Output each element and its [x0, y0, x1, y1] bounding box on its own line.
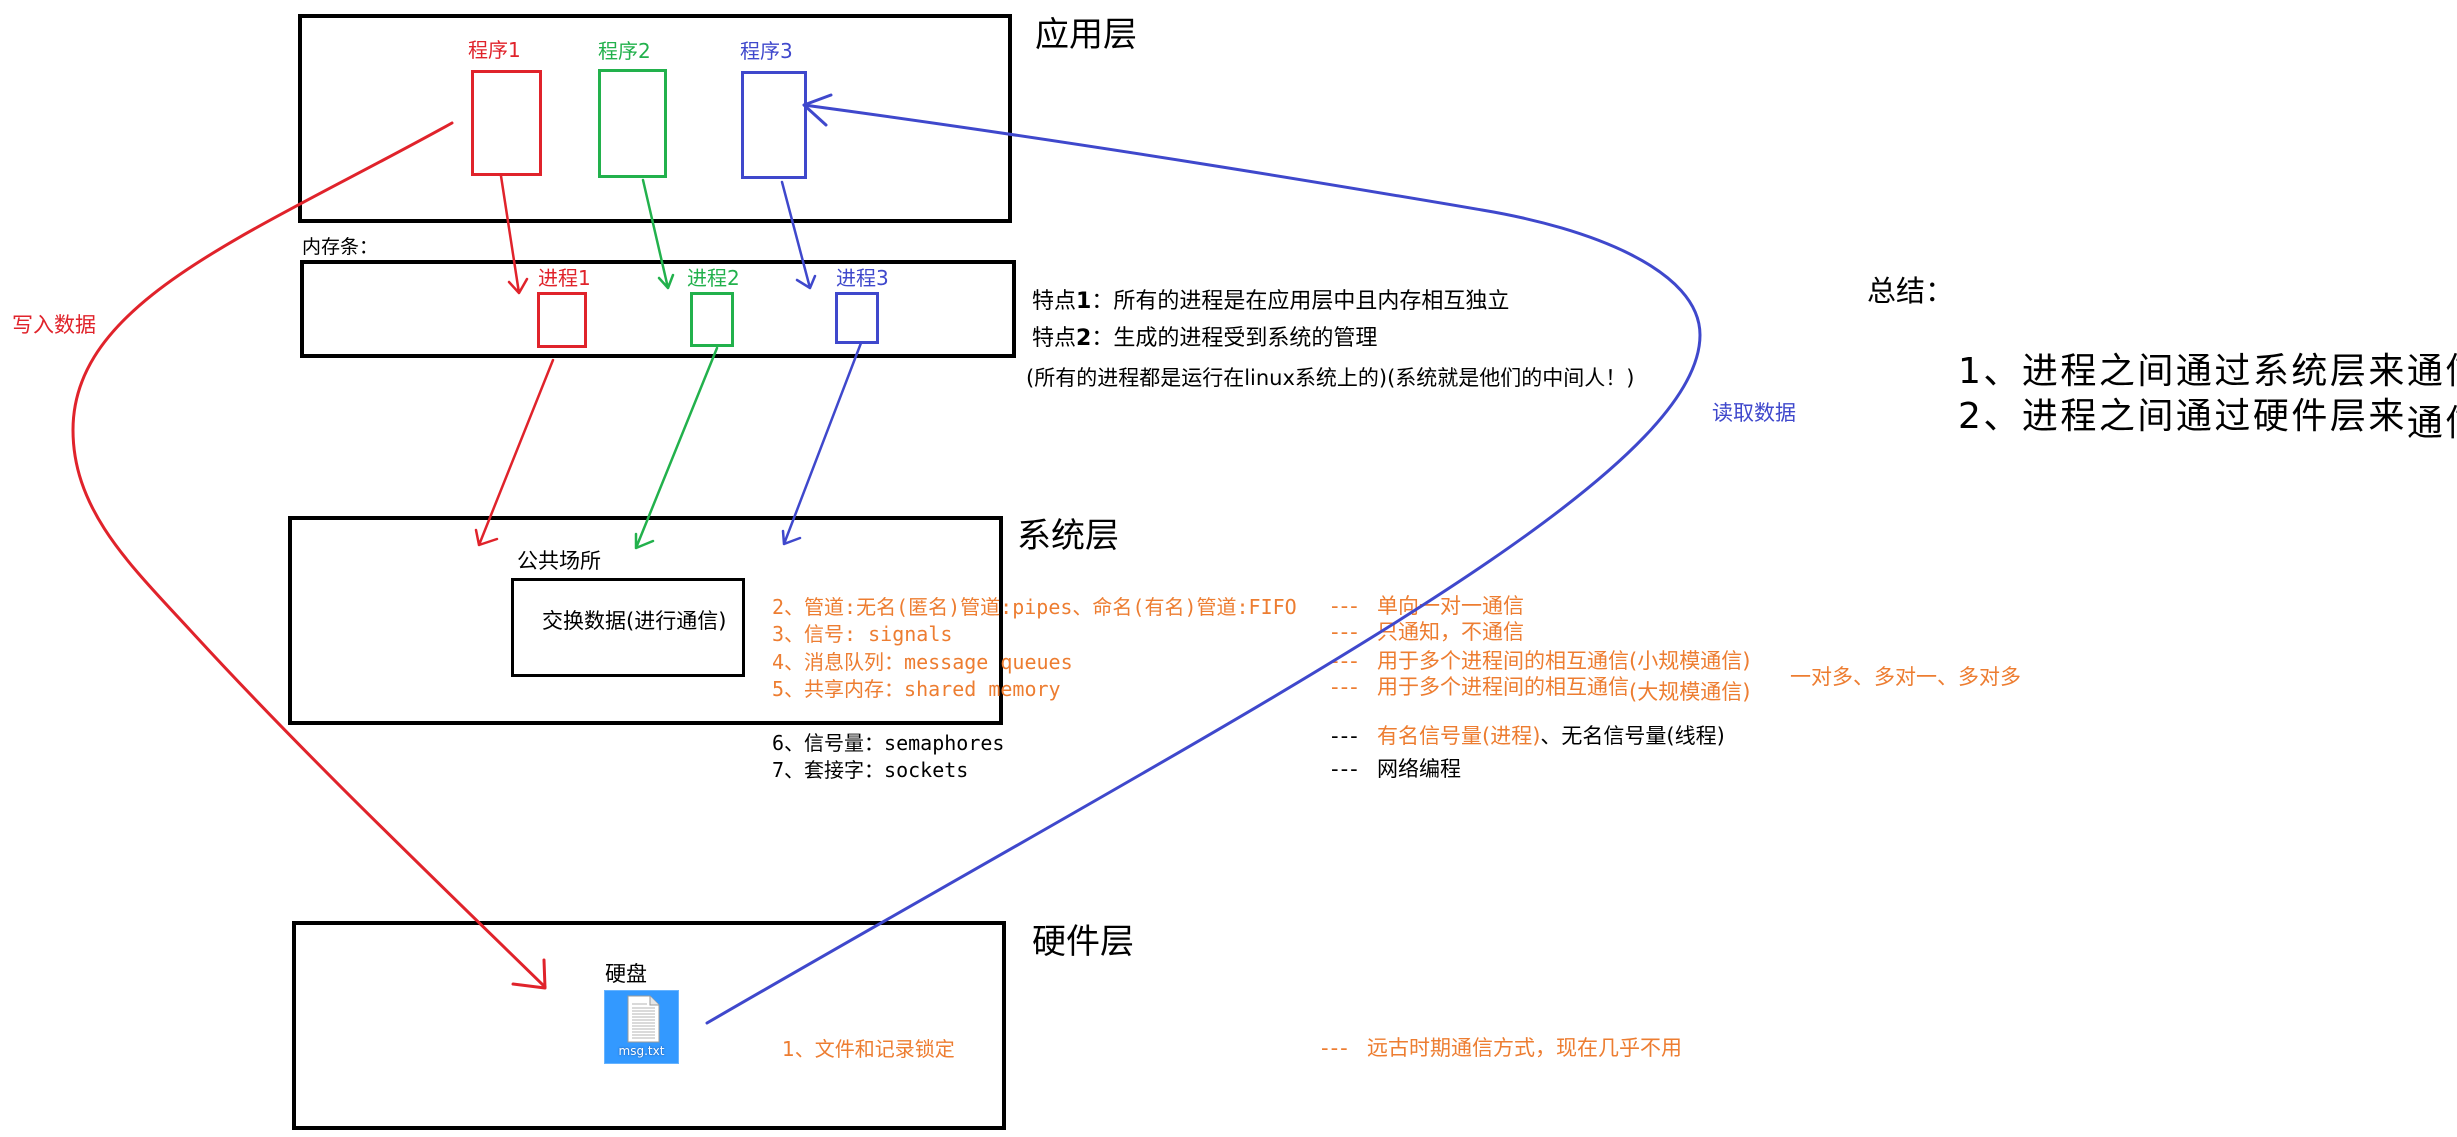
- ipc-desc-sockets: --- 网络编程: [1331, 759, 1461, 780]
- feature-1-number: 1: [1076, 289, 1092, 314]
- desc-text: 用于多个进程间的相互通信: [1377, 675, 1629, 699]
- memory-title: 内存条：: [302, 236, 379, 258]
- program-2-label: 程序2: [598, 39, 651, 63]
- summary-point-1: 1、进程之间通过系统层来通信: [1958, 354, 2457, 390]
- process-2-label: 进程2: [687, 266, 740, 290]
- program-3-box: [741, 71, 807, 179]
- summary-point-2: 2、进程之间通过硬件层来通信: [1958, 396, 2457, 442]
- hardware-method-desc: --- 远古时期通信方式，现在几乎不用: [1321, 1038, 1682, 1059]
- program-2-box: [598, 69, 667, 178]
- dash: ---: [1331, 757, 1360, 781]
- read-data-label: 读取数据: [1712, 401, 1796, 425]
- feature-2: 特点2：生成的进程受到系统的管理: [1032, 328, 1377, 350]
- ipc-desc-signals: --- 只通知，不通信: [1331, 622, 1524, 643]
- features-note: (所有的进程都是运行在linux系统上的)(系统就是他们的中间人！): [1026, 366, 1635, 390]
- file-msg-txt[interactable]: msg.txt: [604, 990, 679, 1064]
- disk-label: 硬盘: [605, 962, 647, 986]
- dash: ---: [1331, 675, 1360, 699]
- program-1-box: [471, 70, 542, 176]
- desc-text: 远古时期通信方式，现在几乎不用: [1367, 1036, 1682, 1060]
- feature-1-label: 特点: [1032, 289, 1077, 314]
- process-3-box: [835, 292, 879, 344]
- feature-2-number: 2: [1076, 326, 1092, 351]
- ipc-desc-shared-memory: --- 用于多个进程间的相互通信(大规模通信): [1331, 675, 1750, 703]
- desc-text: 网络编程: [1377, 757, 1461, 781]
- summary-point-1-text: 1、进程之间通过系统层来通信: [1958, 351, 2457, 392]
- feature-2-label: 特点: [1032, 326, 1077, 351]
- ipc-item-shared-memory: 5、共享内存：shared memory: [772, 677, 1061, 701]
- dash: ---: [1331, 649, 1360, 673]
- hardware-layer-box: [292, 921, 1006, 1130]
- memory-box: [300, 260, 1016, 358]
- hardware-layer-title: 硬件层: [1032, 922, 1134, 962]
- dash: ---: [1331, 594, 1360, 618]
- process-3-label: 进程3: [836, 266, 889, 290]
- desc-note: (大规模通信): [1629, 680, 1751, 704]
- group-note: 一对多、多对一、多对多: [1790, 665, 2021, 689]
- process-1-box: [537, 292, 587, 348]
- dash: ---: [1331, 620, 1360, 644]
- dash: ---: [1321, 1036, 1350, 1060]
- process-1-label: 进程1: [538, 266, 591, 290]
- ipc-desc-semaphores: --- 有名信号量(进程)、无名信号量(线程): [1331, 726, 1725, 747]
- ipc-item-semaphores: 6、信号量：semaphores: [772, 731, 1005, 755]
- feature-1: 特点1：所有的进程是在应用层中且内存相互独立: [1032, 291, 1509, 313]
- desc-text: 有名信号量(进程): [1377, 724, 1541, 748]
- system-layer-title: 系统层: [1017, 516, 1119, 556]
- desc-text: 只通知，不通信: [1377, 620, 1524, 644]
- program-1-label: 程序1: [468, 38, 521, 62]
- feature-1-text: ：所有的进程是在应用层中且内存相互独立: [1091, 289, 1510, 314]
- summary-point-2-tail: 通信: [2406, 403, 2457, 444]
- desc-extra: 、无名信号量(线程): [1540, 724, 1725, 748]
- write-data-label: 写入数据: [12, 313, 96, 337]
- dash: ---: [1331, 724, 1360, 748]
- process-3-to-system-arrow: [781, 341, 863, 546]
- ipc-item-sockets: 7、套接字：sockets: [772, 758, 969, 782]
- summary-point-2-text: 2、进程之间通过硬件层来: [1958, 396, 2407, 437]
- ipc-desc-pipes: --- 单向一对一通信: [1331, 596, 1524, 617]
- ipc-desc-message-queues: --- 用于多个进程间的相互通信(小规模通信): [1331, 651, 1750, 672]
- public-area-label: 公共场所: [517, 549, 601, 573]
- exchange-data-label: 交换数据(进行通信): [542, 609, 727, 633]
- file-name: msg.txt: [618, 1044, 665, 1058]
- text-file-icon: [627, 995, 660, 1043]
- feature-2-text: ：生成的进程受到系统的管理: [1091, 326, 1378, 351]
- desc-text: 单向一对一通信: [1377, 594, 1524, 618]
- desc-text: 用于多个进程间的相互通信: [1377, 649, 1629, 673]
- ipc-item-pipes: 2、管道:无名(匿名)管道:pipes、命名(有名)管道:FIFO: [772, 595, 1297, 619]
- ipc-item-signals: 3、信号: signals: [772, 622, 953, 646]
- program-3-label: 程序3: [740, 39, 793, 63]
- summary-title: 总结：: [1867, 274, 1955, 308]
- desc-note: (小规模通信): [1629, 649, 1751, 673]
- application-layer-title: 应用层: [1035, 15, 1137, 55]
- process-2-box: [690, 292, 734, 347]
- ipc-item-message-queues: 4、消息队列：message queues: [772, 650, 1073, 674]
- hardware-method: 1、文件和记录锁定: [782, 1037, 955, 1061]
